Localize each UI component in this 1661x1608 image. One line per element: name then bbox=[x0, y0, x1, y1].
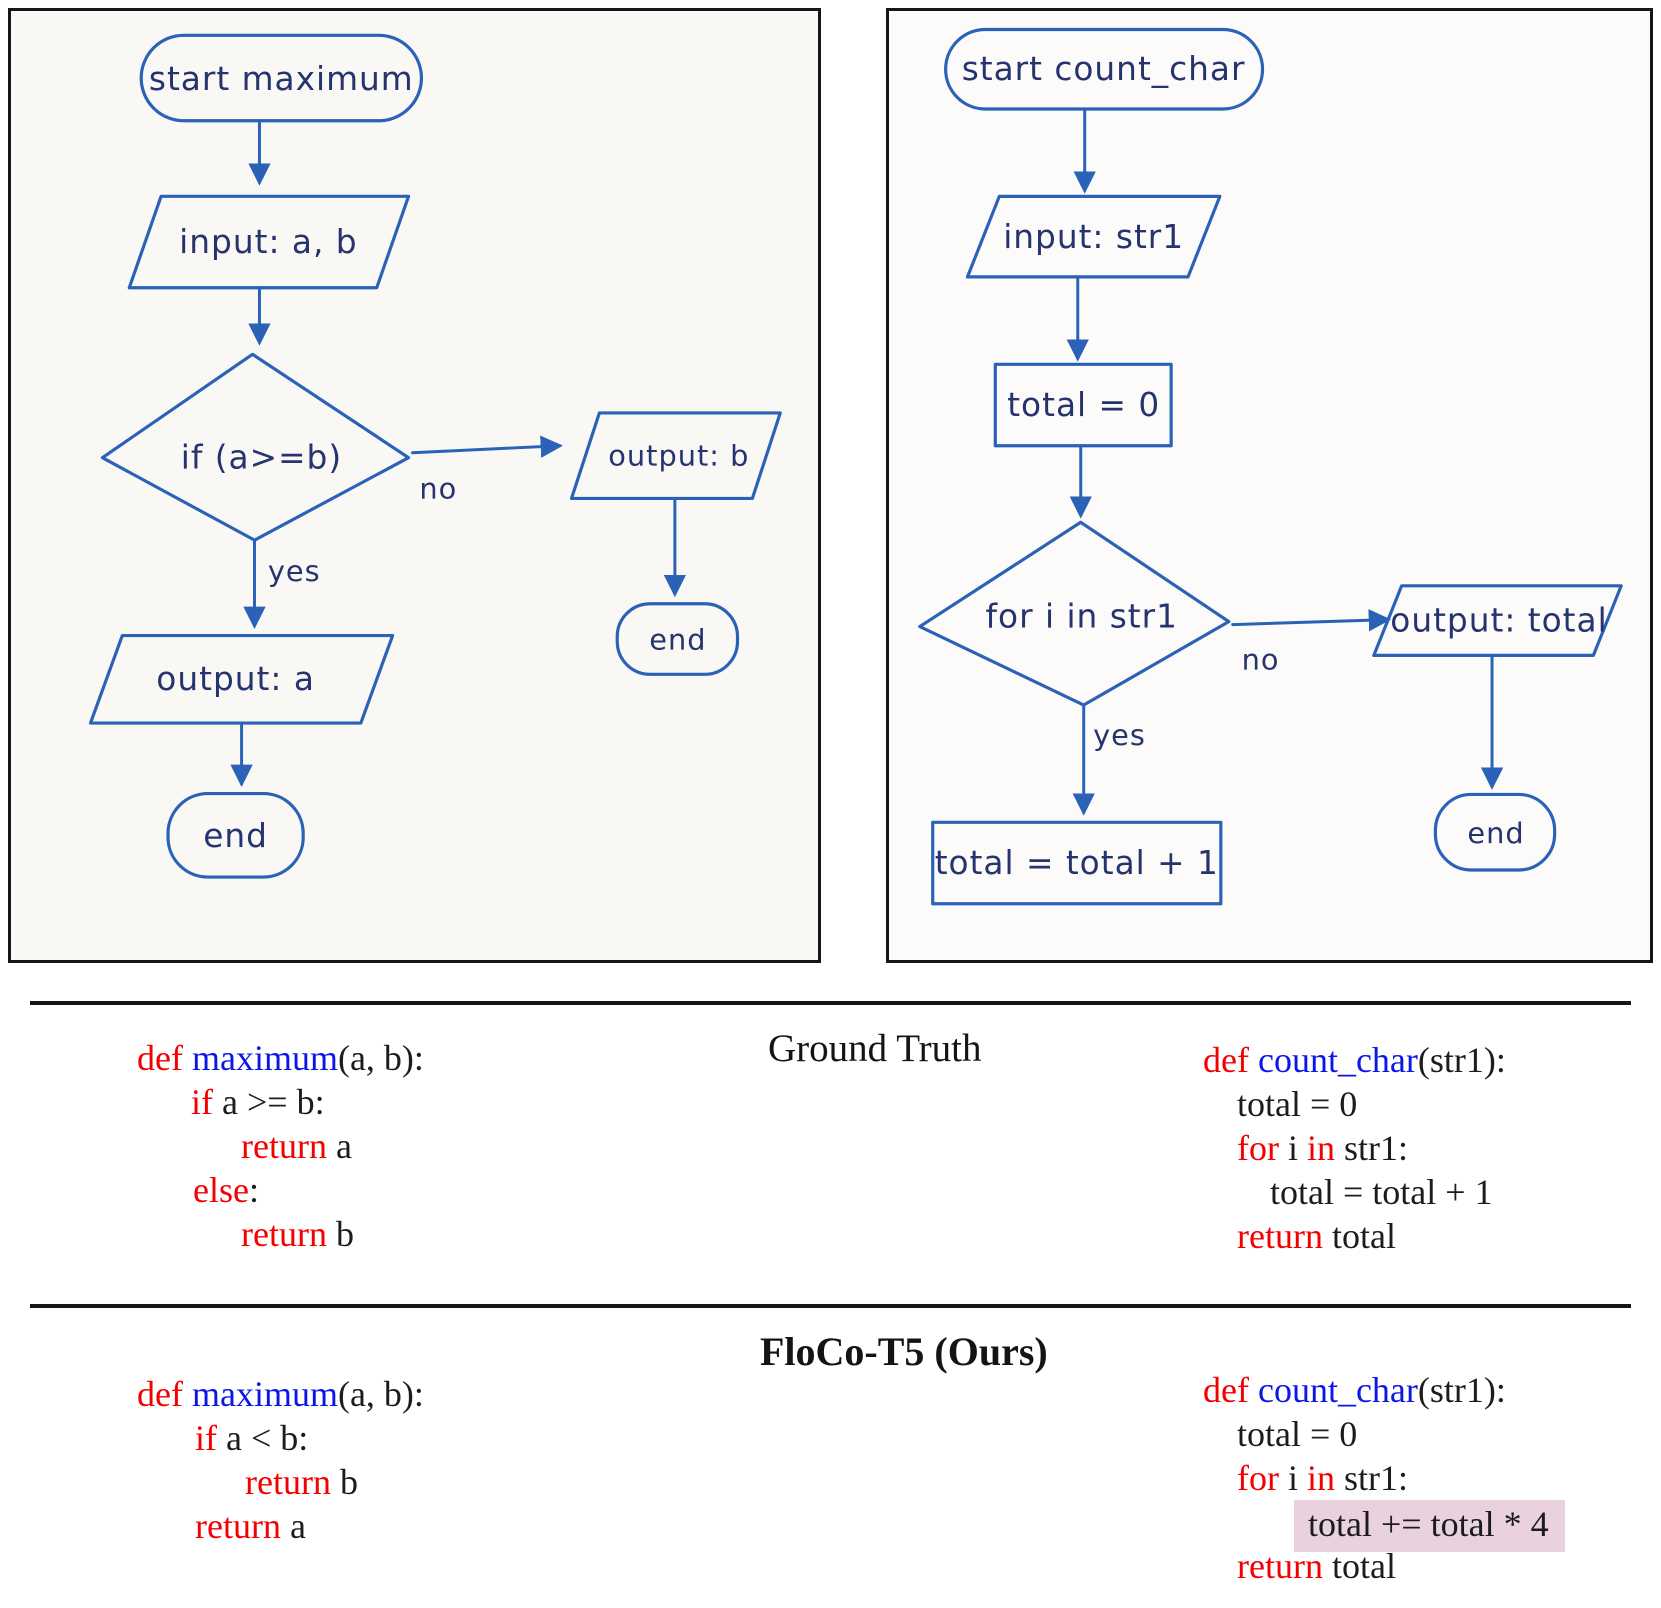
code-line: def count_char(str1): bbox=[1203, 1370, 1506, 1410]
code-line: for i in str1: bbox=[1237, 1128, 1409, 1168]
loop-body-label: total = total + 1 bbox=[935, 844, 1219, 882]
code-line: if a >= b: bbox=[191, 1082, 325, 1122]
code-line: for i in str1: bbox=[1237, 1458, 1409, 1498]
decision-label: for i in str1 bbox=[986, 598, 1178, 636]
code-line: return total bbox=[1237, 1546, 1396, 1586]
code-line: return b bbox=[245, 1462, 358, 1502]
end-node-right bbox=[615, 602, 740, 676]
output-b-node bbox=[569, 411, 782, 501]
output-a-label: output: a bbox=[156, 660, 315, 698]
input-node-label: input: str1 bbox=[1003, 218, 1184, 256]
loop-body-node bbox=[931, 820, 1223, 906]
code-line: def maximum(a, b): bbox=[137, 1374, 424, 1414]
end-node-left bbox=[166, 792, 305, 879]
yes-branch-label: yes bbox=[268, 554, 321, 588]
end-node bbox=[1433, 792, 1557, 872]
code-line: return total bbox=[1237, 1216, 1396, 1256]
separator-line-top bbox=[30, 1001, 1631, 1005]
input-node bbox=[965, 194, 1222, 279]
start-node bbox=[139, 33, 424, 123]
code-line: total += total * 4 bbox=[1203, 1500, 1565, 1552]
init-node bbox=[993, 362, 1173, 448]
input-node bbox=[127, 194, 411, 290]
end-node-left-label: end bbox=[203, 817, 268, 855]
output-node bbox=[1372, 584, 1623, 657]
separator-line-bottom bbox=[30, 1304, 1631, 1308]
floco-t5-title: FloCo-T5 (Ours) bbox=[760, 1329, 1048, 1374]
output-a-node bbox=[88, 633, 395, 725]
end-node-label: end bbox=[1467, 816, 1524, 850]
flowchart-count-char-svg: start count_char input: str1 total = 0 f… bbox=[918, 27, 1623, 906]
output-node-label: output: total bbox=[1390, 602, 1607, 640]
code-line: return a bbox=[241, 1126, 352, 1166]
code-line: def maximum(a, b): bbox=[137, 1038, 424, 1078]
output-b-label: output: b bbox=[608, 439, 749, 473]
code-line: total = 0 bbox=[1237, 1414, 1358, 1454]
start-node-label: start maximum bbox=[149, 60, 414, 98]
decision-label: if (a>=b) bbox=[181, 439, 342, 477]
arrow-no-branch bbox=[411, 435, 563, 458]
flowchart-panel-count-char: start count_char input: str1 total = 0 f… bbox=[886, 8, 1653, 963]
code-line: def count_char(str1): bbox=[1203, 1040, 1506, 1080]
ground-truth-title: Ground Truth bbox=[768, 1027, 982, 1070]
code-line: return b bbox=[241, 1214, 354, 1254]
code-line: total = total + 1 bbox=[1270, 1172, 1493, 1212]
no-branch-label: no bbox=[1242, 642, 1280, 676]
start-node-label: start count_char bbox=[962, 50, 1246, 88]
yes-branch-label: yes bbox=[1093, 718, 1146, 752]
init-node-label: total = 0 bbox=[1007, 386, 1160, 424]
end-node-right-label: end bbox=[649, 622, 706, 656]
arrow-no-branch bbox=[1231, 609, 1392, 632]
start-node bbox=[944, 27, 1265, 111]
code-line: return a bbox=[195, 1506, 306, 1546]
no-branch-label: no bbox=[419, 471, 457, 505]
input-node-label: input: a, b bbox=[179, 223, 357, 261]
code-line: total = 0 bbox=[1237, 1084, 1358, 1124]
flowchart-maximum-svg: start maximum input: a, b if (a>=b) no o… bbox=[88, 33, 782, 879]
code-line: if a < b: bbox=[195, 1418, 309, 1458]
flowchart-panel-maximum: start maximum input: a, b if (a>=b) no o… bbox=[8, 8, 821, 963]
code-line: else: bbox=[193, 1170, 259, 1210]
